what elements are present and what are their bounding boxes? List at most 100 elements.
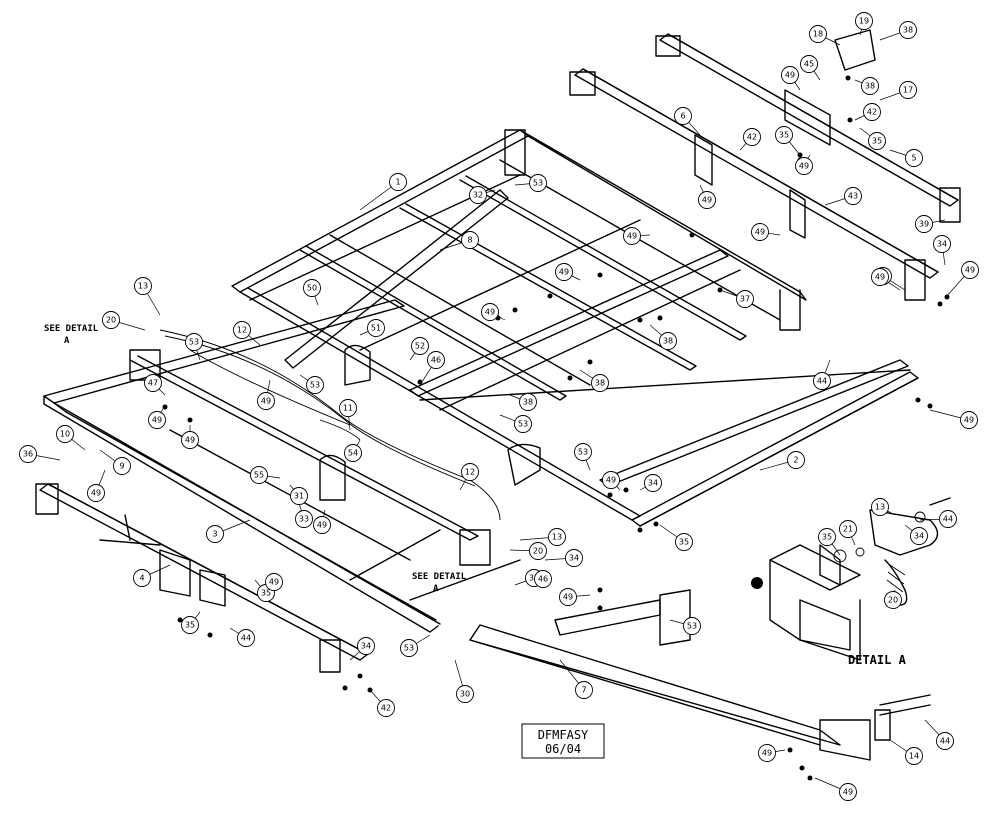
callout-balloon-8: 8 [461, 231, 479, 249]
callout-number: 30 [460, 690, 470, 699]
callout-number: 53 [687, 622, 697, 631]
callout-balloon-33: 33 [295, 510, 313, 528]
callout-number: 49 [843, 788, 853, 797]
callout-balloon-49: 49 [87, 484, 105, 502]
callout-balloon-4: 4 [133, 569, 151, 587]
callout-balloon-53: 53 [574, 443, 592, 461]
callout-number: 49 [185, 436, 195, 445]
drawing-stamp: DFMFASY 06/04 [521, 723, 605, 759]
callout-balloon-47: 47 [144, 374, 162, 392]
callout-balloon-44: 44 [813, 372, 831, 390]
callout-balloon-49: 49 [839, 783, 857, 801]
callout-balloon-49: 49 [698, 191, 716, 209]
callout-number: 44 [940, 737, 950, 746]
callout-number: 12 [465, 468, 475, 477]
callout-balloon-49: 49 [481, 303, 499, 321]
callout-number: 14 [909, 752, 919, 761]
assembly-5-6 [569, 29, 961, 301]
detail-a [751, 497, 951, 661]
callout-number: 53 [310, 381, 320, 390]
callout-number: 20 [106, 316, 116, 325]
callout-balloon-55: 55 [250, 466, 268, 484]
callout-balloon-34: 34 [644, 474, 662, 492]
callout-number: 39 [919, 220, 929, 229]
callout-number: 38 [529, 574, 539, 583]
callout-number: 38 [663, 337, 673, 346]
callout-number: 38 [903, 26, 913, 35]
cables [159, 329, 501, 521]
callout-number: 46 [431, 356, 441, 365]
callout-number: 13 [552, 533, 562, 542]
callout-number: 9 [119, 462, 124, 471]
callout-balloon-44: 44 [939, 510, 957, 528]
callout-number: 34 [937, 240, 947, 249]
callout-balloon-39: 39 [915, 215, 933, 233]
callout-number: 18 [813, 30, 823, 39]
callout-balloon-53: 53 [529, 174, 547, 192]
see-detail-note-1-ref: A [64, 336, 70, 346]
callout-balloon-53: 53 [683, 617, 701, 635]
callout-balloon-19: 19 [855, 12, 873, 30]
assembly-4 [35, 483, 369, 673]
callout-balloon-42: 42 [743, 128, 761, 146]
callout-number: 34 [914, 532, 924, 541]
callout-number: 17 [903, 86, 913, 95]
callout-balloon-49: 49 [265, 573, 283, 591]
callout-number: 34 [361, 642, 371, 651]
callout-number: 49 [799, 162, 809, 171]
callout-number: 35 [261, 589, 271, 598]
callout-number: 3 [212, 530, 217, 539]
callout-number: 55 [254, 471, 264, 480]
callout-balloon-44: 44 [237, 629, 255, 647]
stamp-date: 06/04 [545, 742, 581, 756]
callout-balloon-30: 30 [456, 685, 474, 703]
callout-number: 19 [859, 17, 869, 26]
callout-number: 42 [867, 108, 877, 117]
callout-number: 4 [139, 574, 144, 583]
callout-number: 49 [755, 228, 765, 237]
callout-balloon-36: 36 [19, 445, 37, 463]
callout-balloon-42: 42 [863, 103, 881, 121]
callout-number: 38 [523, 398, 533, 407]
callout-number: 44 [817, 377, 827, 386]
callout-number: 12 [237, 326, 247, 335]
callout-number: 13 [875, 503, 885, 512]
callout-balloon-35: 35 [775, 126, 793, 144]
main-frame [43, 129, 919, 633]
callout-number: 42 [381, 704, 391, 713]
callout-balloon-45: 45 [800, 55, 818, 73]
callout-number: 49 [627, 232, 637, 241]
callout-number: 52 [415, 342, 425, 351]
callout-number: 49 [317, 521, 327, 530]
callout-balloon-43: 43 [844, 187, 862, 205]
callout-balloon-38: 38 [519, 393, 537, 411]
callout-balloon-37: 37 [736, 290, 754, 308]
callout-number: 49 [965, 266, 975, 275]
callout-balloon-52: 52 [411, 337, 429, 355]
callout-number: 10 [60, 430, 70, 439]
callout-balloon-49: 49 [559, 588, 577, 606]
callout-balloon-1: 1 [389, 173, 407, 191]
callout-number: 6 [680, 112, 685, 121]
see-detail-note-2-ref: A [433, 584, 439, 594]
callout-balloon-12: 12 [461, 463, 479, 481]
callout-number: 45 [804, 60, 814, 69]
callout-number: 49 [485, 308, 495, 317]
callout-balloon-49: 49 [781, 66, 799, 84]
callout-balloon-10: 10 [56, 425, 74, 443]
callout-balloon-49: 49 [960, 411, 978, 429]
callout-balloon-3: 3 [206, 525, 224, 543]
see-detail-note-2: SEE DETAIL [412, 572, 467, 582]
callout-number: 49 [785, 71, 795, 80]
callout-balloon-35: 35 [675, 533, 693, 551]
callout-balloon-51: 51 [367, 319, 385, 337]
callout-balloon-38: 38 [899, 21, 917, 39]
callout-balloon-31: 31 [290, 487, 308, 505]
callout-balloon-49: 49 [181, 431, 199, 449]
callout-number: 42 [747, 133, 757, 142]
callout-balloon-50: 50 [303, 279, 321, 297]
callout-balloon-38: 38 [861, 77, 879, 95]
callout-number: 33 [299, 515, 309, 524]
callout-number: 49 [563, 593, 573, 602]
